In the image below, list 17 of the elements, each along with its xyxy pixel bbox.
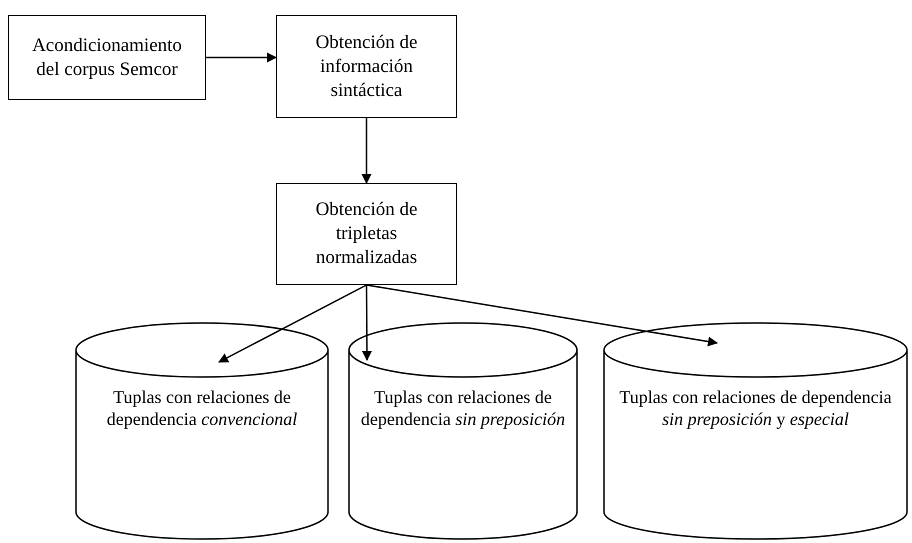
node-label: Tuplas con relaciones de dependencia sin preposición y especial [618,386,893,430]
node-label: Acondicionamiento del corpus Semcor [31,34,183,82]
arrow [366,284,718,346]
node-label: Obtención de tripletas normalizadas [314,198,418,270]
process-box [276,183,457,285]
arrow [362,285,372,361]
arrow [362,118,372,184]
database-cylinder [75,322,329,540]
node-label: Tuplas con relaciones de dependencia sin preposición [360,386,566,430]
node-label: Tuplas con relaciones de dependencia convencional [106,386,298,430]
database-cylinder [348,322,578,540]
arrow [206,52,277,62]
process-box [8,15,206,100]
database-cylinder [603,322,908,540]
node-label: Obtención de información sintáctica [314,30,418,102]
process-box [276,15,457,118]
arrow [218,284,367,363]
